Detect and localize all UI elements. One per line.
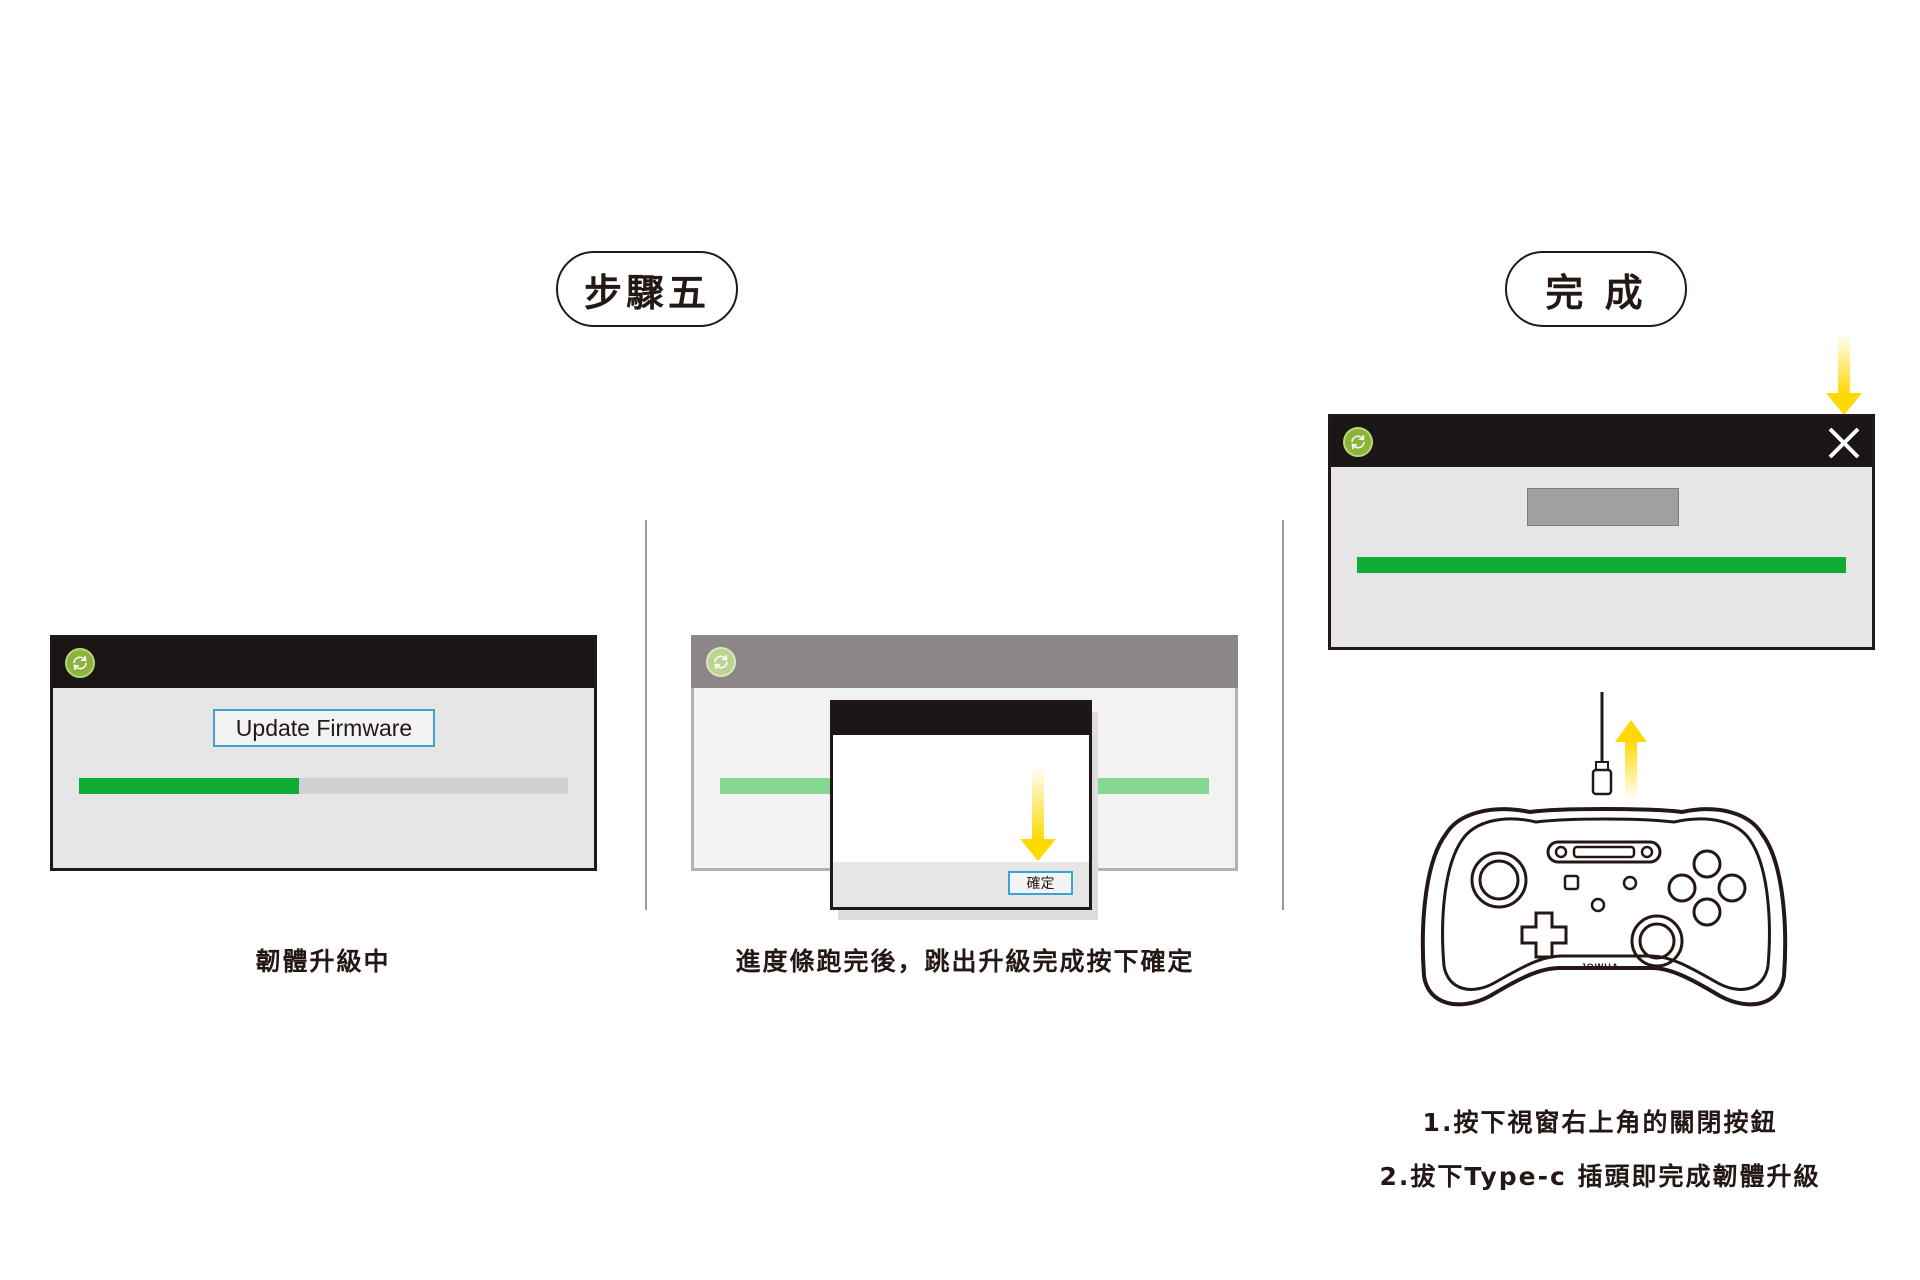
panel1-caption: 韌體升級中 [255, 947, 391, 976]
divider-left [645, 520, 647, 910]
done-heading: 完 成 [1505, 251, 1687, 327]
step-five-heading: 步驟五 [556, 251, 738, 327]
down-arrow-icon [1020, 765, 1056, 861]
firmware-window-complete [1328, 414, 1875, 650]
disabled-button [1527, 488, 1679, 526]
controller-brand: JOWUA [1581, 962, 1620, 972]
gamepad-icon: JOWUA [1420, 807, 1788, 1007]
confirm-button[interactable]: 確定 [1008, 871, 1073, 895]
instruction-line-1: 1.按下視窗右上角的關閉按鈕 [1422, 1108, 1778, 1137]
update-firmware-button[interactable]: Update Firmware [213, 709, 435, 747]
window-titlebar [1331, 417, 1872, 467]
app-sync-icon [706, 647, 736, 677]
app-sync-icon [1343, 427, 1373, 457]
firmware-progress-bar [79, 778, 568, 794]
up-arrow-icon [1615, 720, 1647, 800]
update-complete-dialog: 確定 [830, 700, 1092, 910]
divider-right [1282, 520, 1284, 910]
firmware-progress-bar [1357, 557, 1846, 573]
usb-c-cable-icon [1591, 692, 1613, 796]
app-sync-icon [65, 648, 95, 678]
progress-fill [1357, 557, 1846, 573]
close-icon[interactable] [1826, 425, 1862, 461]
window-titlebar-inactive [691, 635, 1238, 688]
progress-fill [79, 778, 300, 794]
firmware-window-updating: Update Firmware [50, 635, 597, 871]
panel2-caption: 進度條跑完後，跳出升級完成按下確定 [735, 947, 1195, 976]
window-titlebar [53, 638, 594, 688]
instruction-line-2: 2.拔下Type-c 插頭即完成韌體升級 [1379, 1162, 1821, 1191]
dialog-titlebar [833, 703, 1089, 735]
down-arrow-icon [1826, 333, 1862, 415]
